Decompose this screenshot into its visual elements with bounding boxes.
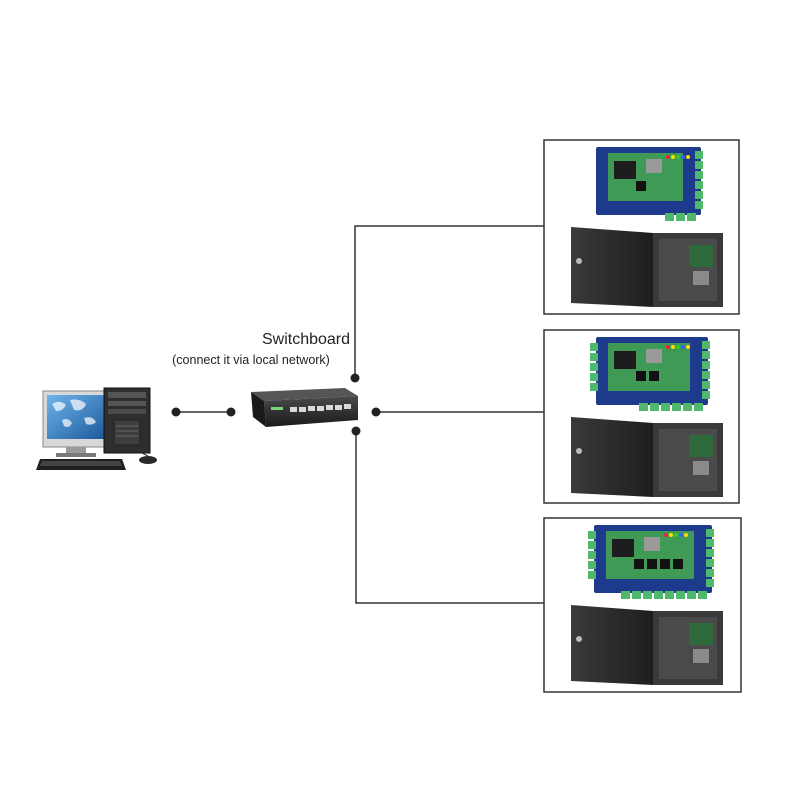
controller-panel-2: [543, 329, 740, 504]
controller-panel-1: [543, 139, 740, 315]
controller-panels: [543, 139, 742, 693]
network-switch-icon: [251, 388, 358, 427]
access-control-board-4-door: [588, 525, 714, 599]
link-switch-controller-1: [354, 225, 544, 378]
access-control-board-2-door: [590, 337, 710, 411]
metal-cabinet: [571, 417, 723, 497]
metal-cabinet: [571, 227, 723, 307]
connection-lines: [176, 225, 544, 604]
computer-icon: [36, 387, 157, 470]
connection-dots: [171, 373, 381, 436]
dot-switch-down: [351, 426, 361, 436]
switchboard-title: Switchboard: [261, 331, 351, 348]
dot-switch-up: [350, 373, 360, 383]
dot-computer: [171, 407, 181, 417]
switchboard-subtitle: (connect it via local network): [172, 353, 330, 367]
controller-panel-3: [543, 517, 742, 693]
access-control-board-1-door: [596, 147, 703, 221]
dot-switch-in: [226, 407, 236, 417]
link-switch-controller-3: [355, 431, 544, 604]
dot-switch-right: [371, 407, 381, 417]
metal-cabinet: [571, 605, 723, 685]
